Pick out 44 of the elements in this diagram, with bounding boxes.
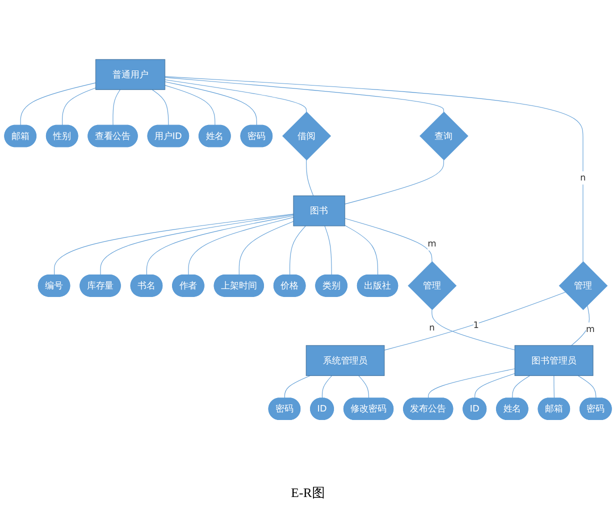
node-box: 普通用户 <box>95 60 166 90</box>
connector <box>512 376 530 399</box>
connector <box>20 82 96 126</box>
connector <box>112 90 120 126</box>
connector <box>344 160 444 205</box>
connector <box>384 292 566 351</box>
connector <box>578 376 596 399</box>
connector <box>238 222 294 276</box>
connector <box>164 85 216 126</box>
connector <box>322 376 332 399</box>
connector <box>344 218 432 262</box>
node-box: 图书 <box>293 196 346 227</box>
connector <box>571 306 590 346</box>
node-box: 系统管理员 <box>306 346 385 376</box>
edge-label: n <box>429 322 435 333</box>
edge-label: 1 <box>473 320 479 331</box>
connector <box>324 226 332 276</box>
connector <box>164 80 307 113</box>
edge-label: n <box>580 172 586 184</box>
connector <box>428 368 516 399</box>
connector <box>188 217 294 276</box>
node-diamond: 管理 <box>408 262 457 310</box>
edge-label: m <box>428 238 436 250</box>
connector <box>284 376 311 399</box>
node-box: 图书管理员 <box>514 346 594 376</box>
connector <box>152 90 169 126</box>
connector <box>306 160 314 196</box>
edge-label: m <box>586 324 595 335</box>
connector <box>146 216 294 276</box>
node-diamond: 查询 <box>420 112 468 161</box>
connector <box>164 82 257 126</box>
connector <box>474 374 516 399</box>
connector <box>164 78 444 113</box>
connector <box>290 226 306 276</box>
connector <box>344 225 378 276</box>
connector <box>164 76 584 262</box>
connector <box>54 214 294 276</box>
connector <box>62 88 96 126</box>
figure-caption: E-R图 <box>291 485 325 500</box>
connector <box>358 376 370 399</box>
connector <box>100 214 294 276</box>
node-diamond: 管理 <box>558 262 608 310</box>
connector <box>432 310 516 351</box>
node-diamond: 借阅 <box>282 112 332 161</box>
